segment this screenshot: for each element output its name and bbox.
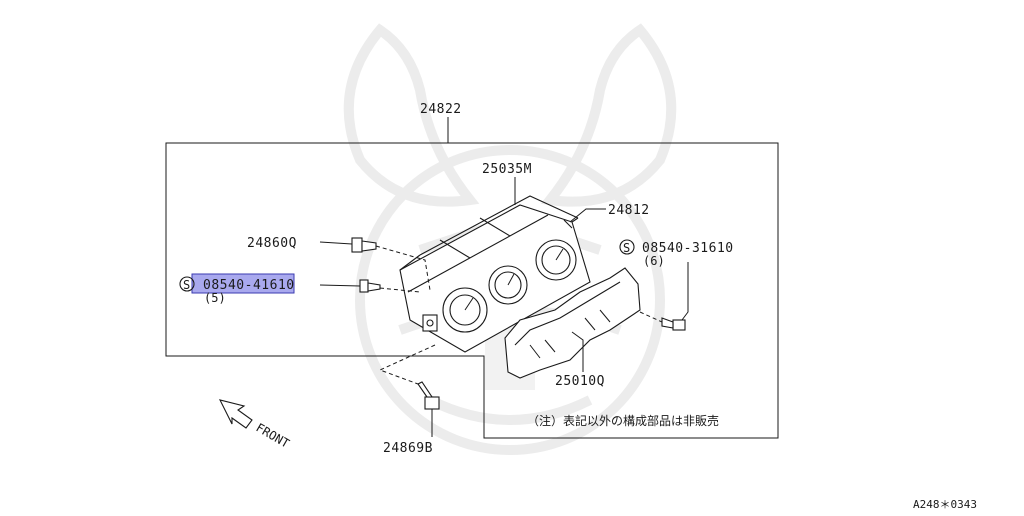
symbol-letter: S: [623, 241, 630, 255]
label-25035m[interactable]: 25035M: [482, 162, 532, 177]
label-08540-41610[interactable]: 08540-41610: [203, 278, 295, 293]
label-24822[interactable]: 24822: [420, 102, 462, 117]
assembly-outline: [165, 117, 779, 439]
symbol-letter: S: [183, 278, 190, 292]
label-24860q[interactable]: 24860Q: [247, 236, 297, 251]
label-08540-31610[interactable]: 08540-31610: [642, 241, 734, 256]
standard-part-symbol-right: S: [619, 239, 635, 255]
qty-08540-41610: (5): [204, 291, 226, 305]
leader-lines: [319, 177, 689, 437]
label-24869b[interactable]: 24869B: [383, 441, 433, 456]
instrument-cluster-housing: [399, 195, 591, 353]
front-arrow-icon: [218, 399, 253, 429]
bolt-24869b: [417, 381, 440, 410]
label-24812[interactable]: 24812: [608, 203, 650, 218]
front-label: FRONT: [254, 420, 292, 450]
part-highlight-box: [191, 273, 295, 294]
label-25010q[interactable]: 25010Q: [555, 374, 605, 389]
qty-08540-31610: (6): [643, 254, 665, 268]
diagram-reference-code: A248＊0343: [913, 498, 977, 511]
standard-part-symbol-left: S: [179, 276, 195, 292]
screw-08540-31610: [661, 317, 686, 331]
screw-08540-41610: [359, 279, 381, 293]
screw-24860q: [351, 237, 377, 253]
lens-panel: [504, 267, 641, 379]
assembly-guide-lines: [375, 245, 663, 385]
not-sold-note: （注）表記以外の構成部品は非販売: [527, 413, 719, 428]
